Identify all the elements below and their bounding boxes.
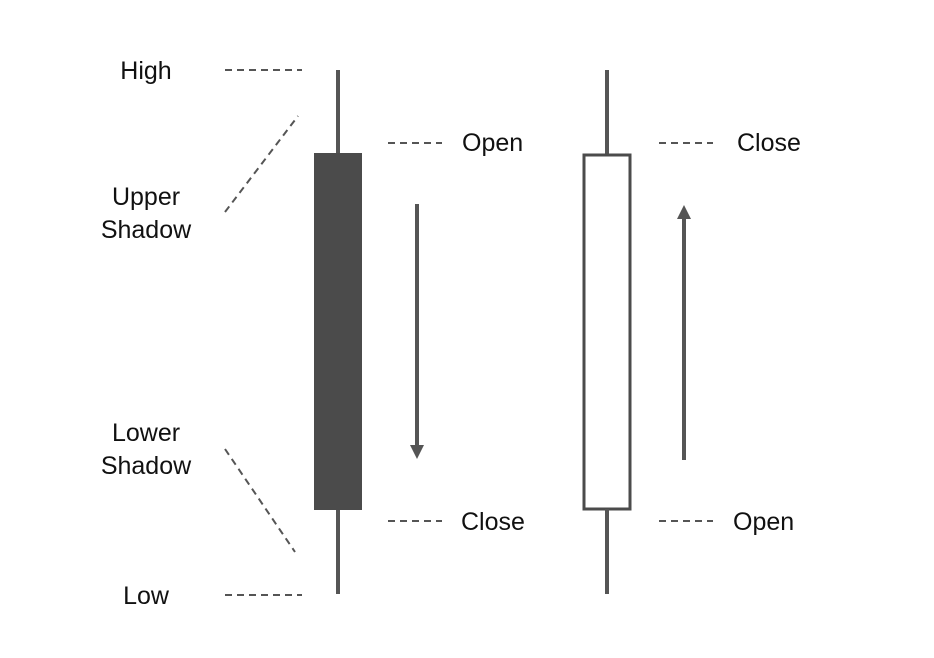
bullish-candle xyxy=(582,70,632,594)
upper-shadow-label-line1: Upper xyxy=(112,183,180,211)
lower-shadow-leader-line xyxy=(224,448,296,553)
lower-shadow-label-line1: Lower xyxy=(112,419,180,447)
upper-shadow-label-line2: Shadow xyxy=(101,216,192,244)
bullish-close-label: Close xyxy=(737,129,801,157)
bearish-candle-body xyxy=(314,153,362,510)
bearish-candle xyxy=(314,70,362,594)
lower-shadow-label-line2: Shadow xyxy=(101,452,192,480)
upper-shadow-leader-line xyxy=(224,115,299,213)
high-label: High xyxy=(120,57,171,85)
bearish-close-label: Close xyxy=(461,508,525,536)
low-label: Low xyxy=(123,582,170,610)
bullish-candle-body xyxy=(582,153,632,511)
bullish-open-label: Open xyxy=(733,508,794,536)
bearish-open-label: Open xyxy=(462,129,523,157)
